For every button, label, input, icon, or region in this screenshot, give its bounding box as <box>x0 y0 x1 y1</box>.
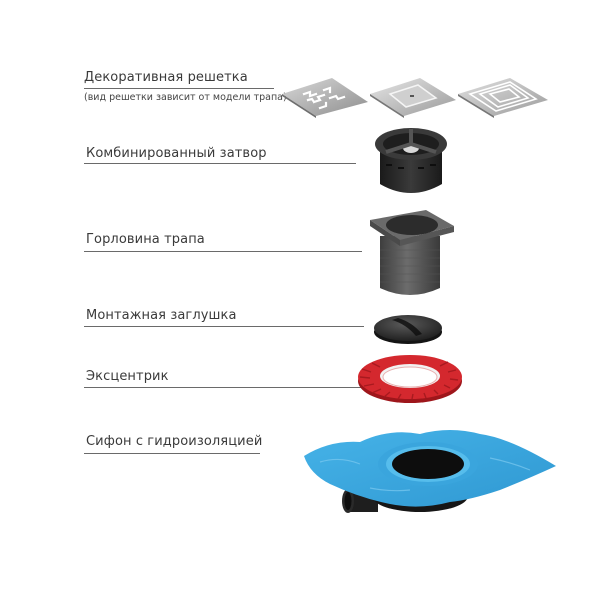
label-drain-neck: Горловина трапа <box>86 232 205 247</box>
drain-neck-icon <box>370 210 454 295</box>
mounting-plug-icon <box>374 315 442 344</box>
eccentric-ring-icon <box>358 355 462 403</box>
label-eccentric: Эксцентрик <box>86 369 169 384</box>
combined-trap-icon <box>375 128 447 193</box>
leader-line-eccentric <box>84 387 362 388</box>
grate-ornamental-icon <box>282 78 368 118</box>
siphon-waterproofing-icon <box>304 430 556 513</box>
label-siphon: Сифон с гидроизоляцией <box>86 434 263 449</box>
leader-line-drain-neck <box>84 251 362 252</box>
label-mounting-plug: Монтажная заглушка <box>86 308 237 323</box>
note-grate-variant: (вид решетки зависит от модели трапа) <box>84 92 287 103</box>
leader-line-mounting-plug <box>84 326 364 327</box>
label-grate: Декоративная решетка <box>84 70 248 85</box>
label-trap: Комбинированный затвор <box>86 146 267 161</box>
leader-line-grate <box>84 88 274 89</box>
grate-concentric-rectangles-icon <box>458 78 548 118</box>
grate-square-slot-icon <box>370 78 456 118</box>
leader-line-siphon <box>84 453 260 454</box>
leader-line-trap <box>84 163 356 164</box>
